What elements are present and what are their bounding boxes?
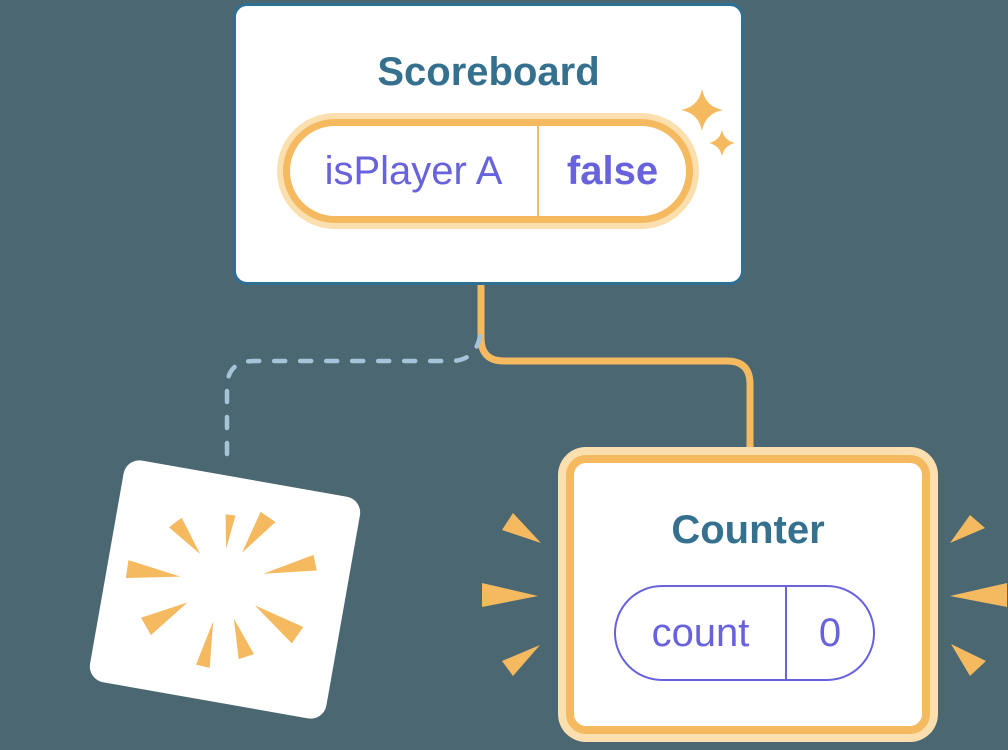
sparkle-icon <box>681 89 735 156</box>
state-label: count <box>651 610 750 655</box>
pill-divider <box>537 126 539 216</box>
state-value: false <box>566 148 659 193</box>
solid-connector-line <box>477 282 754 455</box>
counter-title: Counter <box>671 508 825 552</box>
pill-divider <box>785 587 787 679</box>
scoreboard-title: Scoreboard <box>377 50 600 94</box>
state-label: isPlayer A <box>324 148 503 193</box>
destroyed-component-card <box>87 457 363 722</box>
scoreboard-state-pill: isPlayer A false <box>283 119 693 223</box>
burst-icon <box>125 511 317 668</box>
counter-state-pill: count 0 <box>614 585 875 681</box>
state-value: 0 <box>818 610 842 655</box>
dashed-connector-line <box>224 333 483 467</box>
emphasis-marks-icon <box>482 513 1007 676</box>
